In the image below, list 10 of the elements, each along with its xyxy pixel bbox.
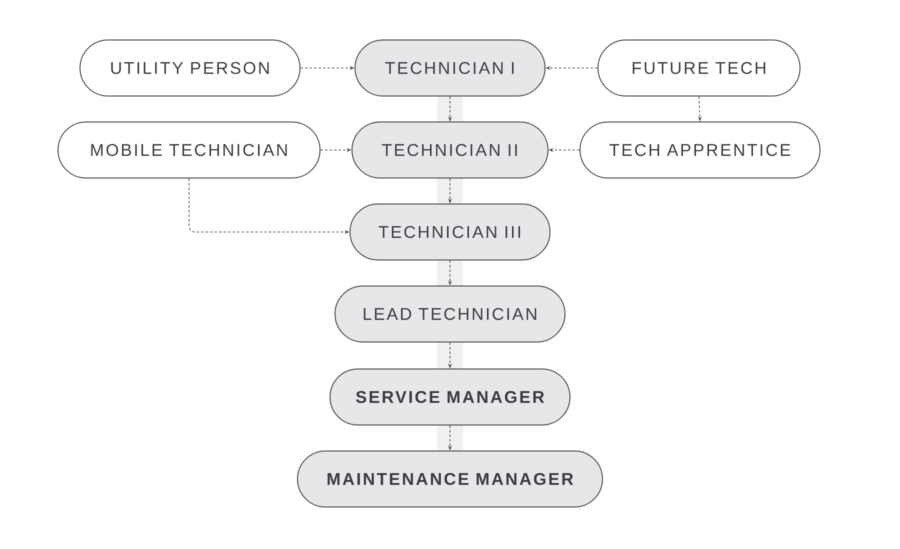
role-box: MAINTENANCE MANAGER bbox=[297, 450, 603, 508]
role-box: UTILITY PERSON bbox=[80, 40, 300, 96]
role-box: SERVICE MANAGER bbox=[330, 368, 570, 426]
role-box: MOBILE TECHNICIAN bbox=[58, 122, 320, 178]
role-box: TECHNICIAN I bbox=[354, 40, 546, 96]
role-box: TECH APPRENTICE bbox=[580, 122, 820, 178]
role-box: FUTURE TECH bbox=[598, 40, 800, 96]
role-box: TECHNICIAN III bbox=[350, 204, 550, 260]
role-box: LEAD TECHNICIAN bbox=[334, 286, 566, 342]
role-box: TECHNICIAN II bbox=[352, 122, 548, 178]
